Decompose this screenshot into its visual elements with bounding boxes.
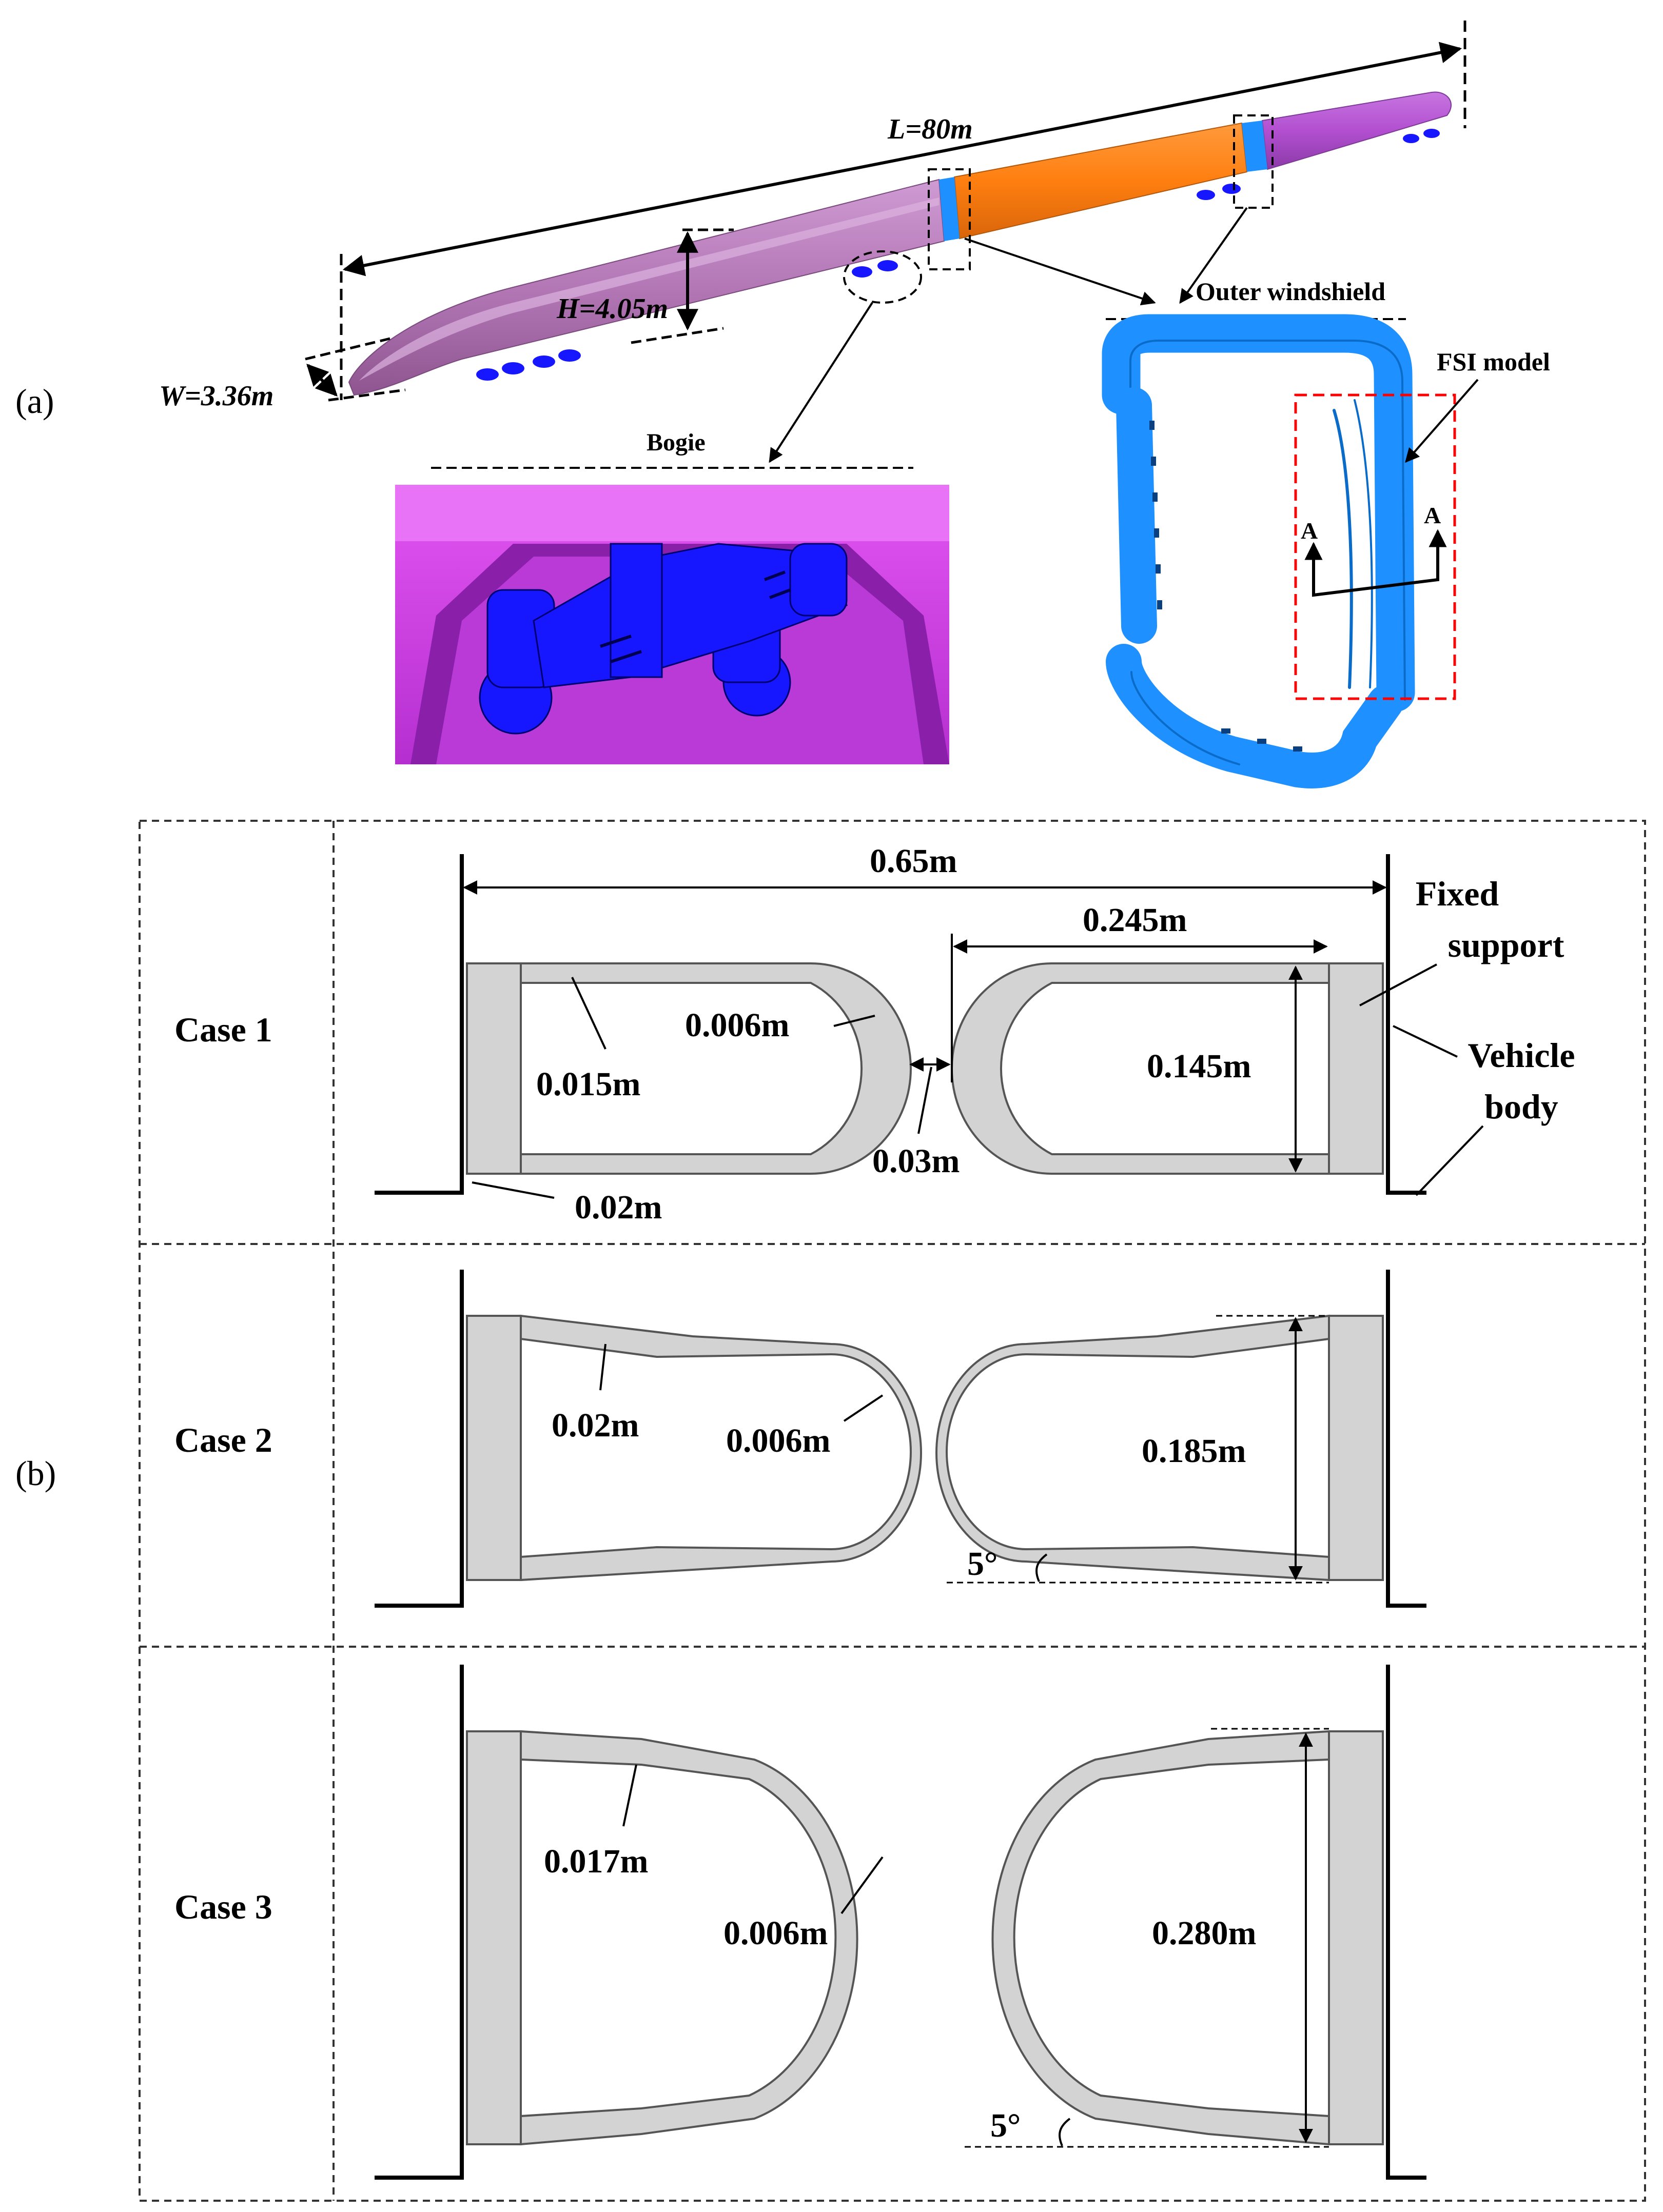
right-fixed-support: [1328, 962, 1384, 1175]
right-vehicle-body: [1386, 854, 1426, 1195]
gangway-callout-box-1: [928, 168, 971, 270]
length-dimension: L=80m: [340, 21, 1466, 400]
case-3-angle: 5°: [990, 2107, 1021, 2144]
case-1-dim-gap: 0.03m: [872, 1142, 960, 1180]
case-2-diagram: 0.185m 0.02m 0.006m 5°: [375, 1270, 1426, 1608]
right-fixed-support: [1328, 1730, 1384, 2145]
head-car: [348, 179, 945, 396]
vehicle-body-line-1: Vehicle: [1468, 1036, 1575, 1075]
case-1-dim-shell: 0.006m: [685, 1006, 789, 1044]
panel-b: (b) Case 1 Case 2 Case 3 0.65m 0.245m 0.…: [15, 820, 1646, 2202]
panel-a: (a) L=80m: [15, 21, 1550, 788]
bogie-callout-circle: [843, 250, 922, 304]
left-seal-profile: [520, 962, 912, 1175]
case-2-dim-wall: 0.02m: [552, 1407, 639, 1444]
fixed-support-line-2: support: [1448, 925, 1564, 964]
case-1-label: Case 1: [174, 1010, 272, 1049]
case-table-grid: [139, 820, 1646, 2202]
left-vehicle-body: [375, 1270, 464, 1608]
case-3-dim-height: 0.280m: [1152, 1914, 1256, 1952]
case-2-angle: 5°: [967, 1545, 997, 1583]
right-seal-profile: [951, 962, 1330, 1175]
fixed-support-line-1: Fixed: [1416, 874, 1499, 913]
left-seal-profile: [520, 1730, 858, 2146]
fsi-model-box: [1294, 393, 1456, 700]
section-a-right: A: [1424, 502, 1441, 528]
bogie-inset: Bogie: [395, 429, 949, 764]
height-dimension: H=4.05m: [556, 228, 734, 344]
right-seal-profile: [991, 1730, 1330, 2146]
bogie-frame: [479, 543, 848, 735]
right-fixed-support: [1328, 1315, 1384, 1581]
bogie-title: Bogie: [647, 429, 706, 456]
section-a-a: A A: [1301, 502, 1447, 597]
right-vehicle-body: [1386, 1665, 1426, 2180]
right-seal-profile: [935, 1314, 1330, 1582]
left-vehicle-body: [375, 854, 464, 1195]
windshield-title: Outer windshield: [1196, 277, 1385, 306]
panel-a-label: (a): [15, 382, 54, 421]
left-seal-profile: [520, 1314, 922, 1582]
left-vehicle-body: [375, 1665, 464, 2180]
left-fixed-support: [466, 1730, 522, 2145]
case-2-label: Case 2: [174, 1420, 272, 1459]
tail-car: [1261, 91, 1452, 170]
ring-bolts: [1149, 421, 1302, 752]
case-1-dim-base: 0.02m: [575, 1189, 662, 1226]
gangway-callout-box-2: [1233, 114, 1274, 209]
case-2-dim-shell: 0.006m: [726, 1422, 830, 1459]
case-3-dim-wall: 0.017m: [544, 1843, 648, 1880]
case-1-dim-total: 0.65m: [870, 842, 957, 880]
left-fixed-support: [466, 1315, 522, 1581]
height-label: H=4.05m: [556, 293, 668, 325]
right-vehicle-body: [1386, 1270, 1426, 1608]
length-label: L=80m: [887, 113, 973, 145]
case-2-dim-height: 0.185m: [1142, 1432, 1246, 1470]
section-a-left: A: [1301, 518, 1318, 544]
fsi-model-label: FSI model: [1437, 347, 1550, 376]
windshield-ring: [1102, 314, 1415, 788]
case-3-dim-shell: 0.006m: [723, 1914, 828, 1952]
case-1-dim-seal-length: 0.245m: [1083, 901, 1187, 939]
width-dimension: W=3.36m: [159, 337, 406, 412]
case-3-diagram: 0.280m 0.017m 0.006m 5°: [375, 1665, 1426, 2180]
case-1-dim-height: 0.145m: [1147, 1048, 1251, 1085]
panel-b-label: (b): [15, 1454, 56, 1493]
windshield-inset: Outer windshield FSI model: [1102, 277, 1550, 788]
vehicle-body-line-2: body: [1484, 1087, 1558, 1126]
width-label: W=3.36m: [159, 380, 273, 412]
case-3-label: Case 3: [174, 1887, 272, 1926]
left-fixed-support: [466, 962, 522, 1175]
case-1-dim-wall: 0.015m: [536, 1065, 640, 1103]
case-1-diagram: 0.65m 0.245m 0.145m 0.006m 0.015m 0.03m …: [375, 842, 1575, 1226]
